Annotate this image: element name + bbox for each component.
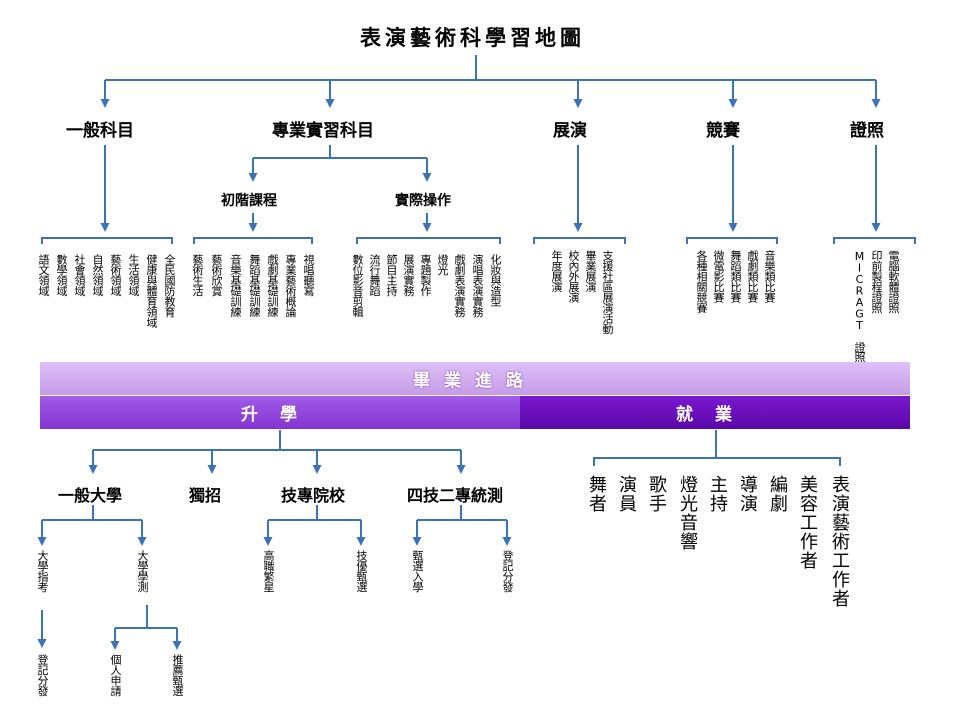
course-item: 化妝與造型 bbox=[489, 254, 502, 307]
method-register: 登記分發 bbox=[36, 654, 49, 696]
job-item: 舞者 bbox=[586, 475, 607, 513]
job-item: 演員 bbox=[616, 475, 637, 513]
course-item: 戲劇基礎訓練 bbox=[266, 254, 279, 317]
employment-band: 就業 bbox=[520, 396, 910, 429]
course-item: 燈光 bbox=[436, 254, 449, 275]
subject-item: 健康與體育領域 bbox=[145, 254, 158, 328]
method-recommendation: 推薦甄選 bbox=[171, 654, 184, 696]
category-professional: 專業實習科目 bbox=[272, 121, 374, 141]
graduation-band: 畢業進路 bbox=[40, 362, 910, 395]
job-item: 導演 bbox=[737, 475, 758, 513]
category-certificate: 證照 bbox=[850, 121, 884, 141]
subject-item: 語文領域 bbox=[37, 254, 50, 296]
subject-item: 生活領域 bbox=[127, 254, 140, 296]
course-item: 數位影音剪輯 bbox=[351, 254, 364, 317]
method-skill-selection: 技優甄選 bbox=[355, 550, 368, 592]
course-item: 舞蹈基礎訓練 bbox=[248, 254, 261, 317]
course-item: 節目主持 bbox=[385, 254, 398, 296]
subject-item: 全民國防教育 bbox=[163, 254, 176, 317]
competition-item: 戲劇類比賽 bbox=[746, 250, 759, 303]
performance-item: 年度展演 bbox=[550, 250, 563, 292]
performance-item: 支援社區展演活動 bbox=[601, 250, 614, 334]
path-independent: 獨招 bbox=[189, 486, 222, 505]
certificate-item: 電腦軟體證照 bbox=[887, 250, 900, 313]
subgroup-practical: 實際操作 bbox=[395, 193, 451, 209]
map-title: 表演藝術科學習地圖 bbox=[360, 25, 585, 50]
job-item: 歌手 bbox=[646, 475, 667, 513]
course-item: 音樂基礎訓練 bbox=[229, 254, 242, 317]
competition-item: 舞蹈類比賽 bbox=[729, 250, 742, 303]
method-personal-application: 個人申請 bbox=[109, 654, 122, 696]
course-item: 專業藝術概論 bbox=[284, 254, 297, 317]
subject-item: 自然領域 bbox=[91, 254, 104, 296]
performance-item: 校內外展演 bbox=[567, 250, 580, 303]
path-tech-college: 技專院校 bbox=[281, 486, 346, 505]
certificate-item: 印前製程證照 bbox=[870, 250, 883, 313]
course-item: 藝術生活 bbox=[191, 254, 204, 296]
job-item: 表演藝術工作者 bbox=[829, 475, 850, 608]
job-item: 編劇 bbox=[767, 475, 788, 513]
course-item: 戲劇表演實務 bbox=[453, 254, 466, 317]
subject-item: 藝術領域 bbox=[109, 254, 122, 296]
path-tvee: 四技二專統測 bbox=[407, 486, 504, 505]
competition-item: 微電影比賽 bbox=[712, 250, 725, 303]
method-register-distribution: 登記分發 bbox=[501, 550, 514, 592]
method-ast: 大學指考 bbox=[36, 550, 49, 592]
job-item: 美容工作者 bbox=[797, 475, 818, 570]
subject-item: 社會領域 bbox=[73, 254, 86, 296]
certificate-item: MICRAGT 證照 bbox=[853, 250, 866, 361]
course-item: 演唱表演實務 bbox=[471, 254, 484, 317]
category-performance: 展演 bbox=[553, 121, 587, 141]
method-gsat: 大學學測 bbox=[136, 550, 149, 592]
subgroup-beginner: 初階課程 bbox=[221, 193, 277, 209]
course-item: 藝術欣賞 bbox=[210, 254, 223, 296]
method-selection-admission: 甄選入學 bbox=[411, 550, 424, 592]
course-item: 展演實務 bbox=[402, 254, 415, 296]
path-university: 一般大學 bbox=[58, 486, 123, 505]
category-competition: 競賽 bbox=[706, 121, 740, 141]
subject-item: 數學領域 bbox=[55, 254, 68, 296]
further-study-band: 升學 bbox=[40, 396, 520, 429]
job-item: 主持 bbox=[707, 475, 728, 513]
category-general: 一般科目 bbox=[66, 121, 134, 141]
method-vocational-star: 高職繁星 bbox=[262, 550, 275, 592]
job-item: 燈光音響 bbox=[677, 475, 698, 551]
course-item: 流行舞蹈 bbox=[368, 254, 381, 296]
performance-item: 畢業展演 bbox=[584, 250, 597, 292]
competition-item: 音樂類比賽 bbox=[763, 250, 776, 303]
course-item: 視唱聽寫 bbox=[302, 254, 315, 296]
course-item: 專題製作 bbox=[419, 254, 432, 296]
competition-item: 各種相關競賽 bbox=[695, 250, 708, 313]
